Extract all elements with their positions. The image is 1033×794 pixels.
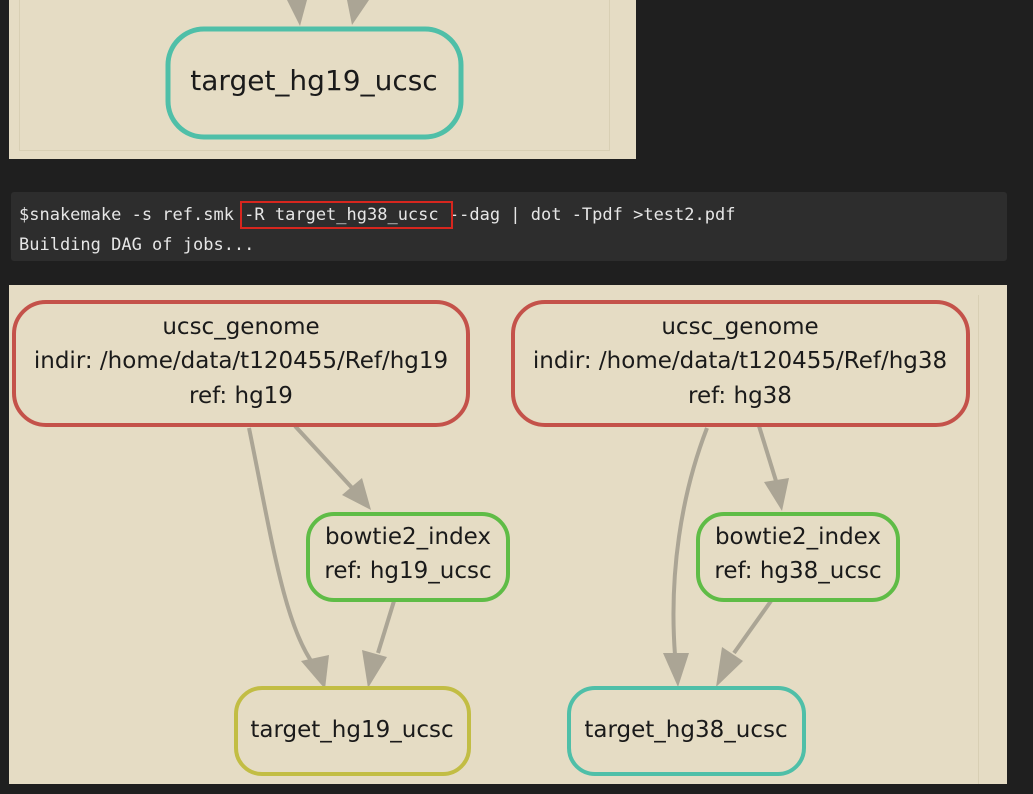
node-ucsc-hg19-title: ucsc_genome bbox=[162, 314, 319, 340]
edge-arrowhead bbox=[362, 650, 387, 688]
edge-ucsc19-to-target19 bbox=[247, 427, 316, 667]
node-bowtie-hg19-ref: ref: hg19_ucsc bbox=[324, 558, 491, 584]
node-ucsc-genome-hg19 bbox=[12, 300, 470, 427]
command-suffix: --dag | dot -Tpdf >test2.pdf bbox=[448, 205, 736, 225]
output-line: Building DAG of jobs... bbox=[19, 235, 255, 255]
node-ucsc-hg38-ref: ref: hg38 bbox=[688, 383, 792, 409]
edge-arrowhead bbox=[764, 478, 789, 511]
panel-frame bbox=[9, 295, 979, 784]
edge-arrowhead bbox=[301, 655, 329, 689]
command-line: $snakemake -s ref.smk -R target_hg38_ucs… bbox=[19, 200, 1007, 230]
edge-arrowhead bbox=[663, 653, 689, 687]
dag-diagram: ucsc_genome indir: /home/data/t120455/Re… bbox=[9, 285, 1007, 784]
highlighted-argument: -R target_hg38_ucsc bbox=[240, 201, 453, 229]
dag-preview-top: target_hg19_ucsc bbox=[9, 0, 636, 159]
node-bowtie2-index-hg38 bbox=[696, 512, 900, 602]
node-bowtie-hg38-title: bowtie2_index bbox=[715, 524, 881, 550]
node-target-hg19-ucsc bbox=[234, 686, 471, 776]
edge-ucsc19-to-bowtie19 bbox=[293, 424, 356, 492]
edge-arrowhead bbox=[716, 647, 743, 687]
command-prefix: $snakemake -s ref.smk bbox=[19, 205, 245, 225]
node-target-hg19 bbox=[165, 26, 464, 140]
edge-arrowhead bbox=[287, 0, 307, 26]
edge-ucsc38-to-target38 bbox=[671, 427, 709, 656]
node-ucsc-hg38-title: ucsc_genome bbox=[661, 314, 818, 340]
node-target-hg38-label: target_hg38_ucsc bbox=[584, 717, 787, 743]
terminal-output: $snakemake -s ref.smk -R target_hg38_ucs… bbox=[11, 192, 1007, 261]
node-ucsc-hg19-indir: indir: /home/data/t120455/Ref/hg19 bbox=[34, 348, 448, 374]
node-bowtie-hg19-title: bowtie2_index bbox=[325, 524, 491, 550]
dag-svg: ucsc_genome indir: /home/data/t120455/Re… bbox=[12, 300, 970, 776]
edge-ucsc38-to-bowtie38 bbox=[757, 425, 778, 482]
node-ucsc-hg38-indir: indir: /home/data/t120455/Ref/hg38 bbox=[533, 348, 947, 374]
node-ucsc-hg19-ref: ref: hg19 bbox=[189, 383, 293, 409]
edge-arrowhead bbox=[342, 478, 371, 510]
node-ucsc-genome-hg38 bbox=[511, 300, 970, 427]
edge-bowtie19-to-target19 bbox=[376, 600, 396, 654]
panel-frame bbox=[19, 0, 610, 151]
node-bowtie2-index-hg19 bbox=[306, 512, 510, 602]
node-bowtie-hg38-ref: ref: hg38_ucsc bbox=[714, 558, 881, 584]
node-target-hg19-label: target_hg19_ucsc bbox=[190, 64, 437, 97]
dag-top-svg: target_hg19_ucsc bbox=[165, 0, 464, 140]
node-target-hg38-ucsc bbox=[567, 686, 806, 776]
edge-arrowhead bbox=[347, 0, 369, 25]
node-target-hg19-label: target_hg19_ucsc bbox=[250, 717, 453, 743]
edge-bowtie38-to-target38 bbox=[732, 599, 773, 655]
